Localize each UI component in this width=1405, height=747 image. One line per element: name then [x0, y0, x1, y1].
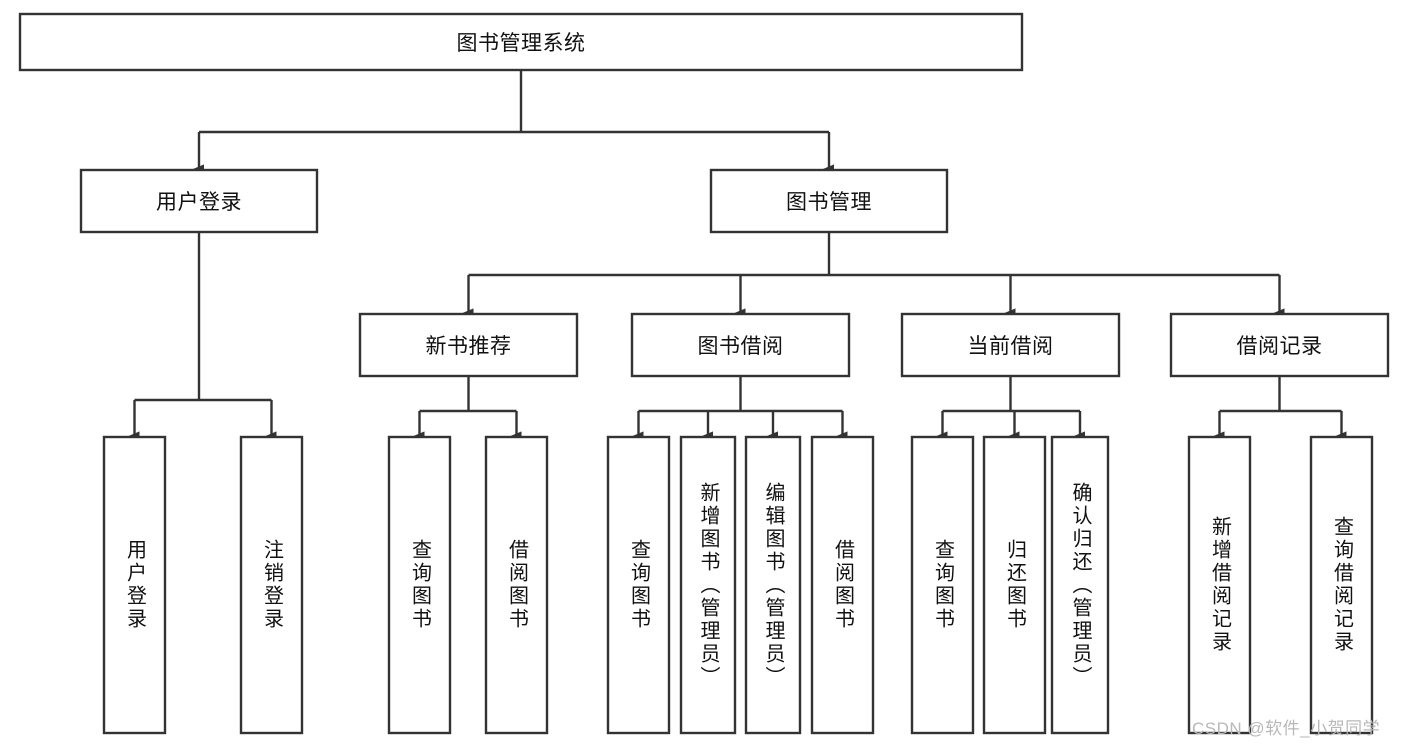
node-box-leaf-add-borrow-record[interactable]: [1187, 435, 1252, 735]
node-box-leaf-logout[interactable]: [239, 435, 304, 735]
watermark-text: CSDN @软件_小贺同学: [1192, 719, 1381, 738]
node-box-leaf-confirm-return[interactable]: [1050, 435, 1110, 735]
node-box-leaf-edit-book[interactable]: [744, 435, 802, 735]
node-box-book-borrow[interactable]: [630, 312, 851, 378]
node-box-book-management[interactable]: [709, 168, 949, 234]
node-box-borrow-record[interactable]: [1169, 312, 1390, 378]
node-box-current-borrow[interactable]: [900, 312, 1121, 378]
node-box-leaf-return-book[interactable]: [982, 435, 1047, 735]
node-boxes: [18, 12, 1390, 735]
node-box-root[interactable]: [18, 12, 1024, 72]
node-box-leaf-query-borrow-record[interactable]: [1309, 435, 1374, 735]
node-box-leaf-add-book[interactable]: [679, 435, 737, 735]
node-box-leaf-query-book-1[interactable]: [387, 435, 452, 735]
node-box-new-book-recommend[interactable]: [358, 312, 579, 378]
connector-lines: [128, 70, 1347, 441]
node-box-leaf-borrow-book-1[interactable]: [484, 435, 549, 735]
node-box-leaf-query-book-3[interactable]: [910, 435, 975, 735]
node-box-leaf-user-login[interactable]: [102, 435, 167, 735]
node-box-leaf-query-book-2[interactable]: [606, 435, 671, 735]
node-box-leaf-borrow-book-2[interactable]: [810, 435, 875, 735]
node-box-user-login[interactable]: [79, 168, 319, 234]
